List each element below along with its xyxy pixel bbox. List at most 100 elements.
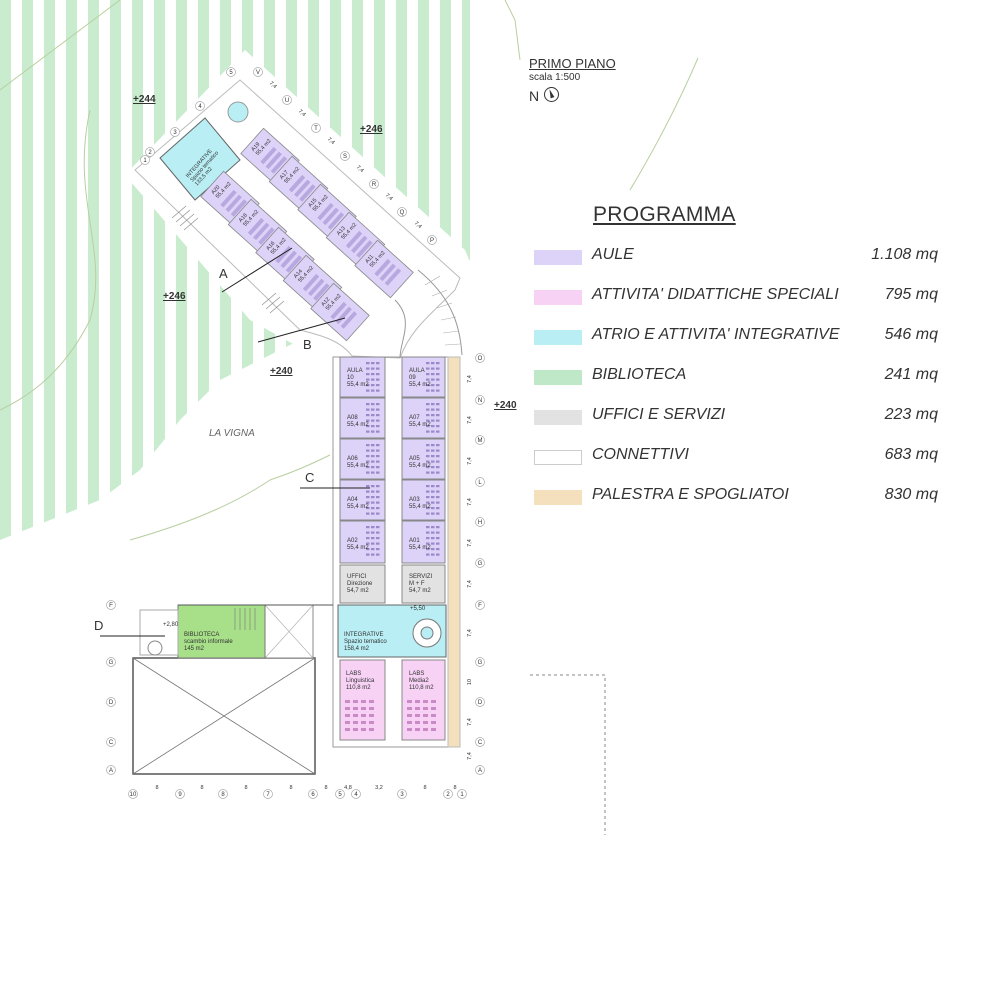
svg-text:3: 3 <box>400 792 404 798</box>
svg-text:9: 9 <box>178 792 182 798</box>
svg-text:4: 4 <box>354 792 358 798</box>
legend-swatch <box>534 370 582 385</box>
svg-text:6: 6 <box>311 792 315 798</box>
svg-text:4: 4 <box>198 104 202 110</box>
svg-text:G: G <box>109 660 114 666</box>
room-code: A08 <box>347 415 358 421</box>
svg-text:7: 7 <box>266 792 270 798</box>
grid-bubble-bottom: 4 <box>351 789 361 799</box>
grid-bubble-diagonal: T <box>311 123 321 133</box>
svg-text:U: U <box>285 98 289 104</box>
legend-value: 223 mq <box>884 406 938 423</box>
room-code: A12 <box>320 297 331 308</box>
dashed-outline <box>530 674 606 835</box>
section-b: B <box>303 337 312 352</box>
room-code: A13 <box>336 226 347 237</box>
room-area: 55,4 m2 <box>409 504 431 510</box>
legend-value: 1.108 mq <box>871 246 938 263</box>
svg-text:T: T <box>314 126 318 132</box>
room-code: A04 <box>347 497 358 503</box>
room-code: A07 <box>409 415 420 421</box>
room-sub: scambio informale <box>184 639 233 645</box>
level-240-left: +240 <box>270 366 293 377</box>
grid-dimension: 7,4 <box>467 375 473 383</box>
legend-label: ATRIO E ATTIVITA' INTEGRATIVE <box>592 326 840 343</box>
grid-bubble-bottom: 2 <box>443 789 453 799</box>
room-code: A11 <box>364 254 375 265</box>
site-name: LA VIGNA <box>209 428 255 439</box>
grid-dimension: 7,4 <box>467 752 473 760</box>
svg-text:M: M <box>478 438 483 444</box>
svg-text:F: F <box>109 603 113 609</box>
grid-bubble-diagonal-left: 2 <box>145 147 155 157</box>
plan-scale: scala 1:500 <box>529 72 581 83</box>
level-240-right: +240 <box>494 400 517 411</box>
room-code: 10 <box>347 375 354 381</box>
svg-text:D: D <box>109 700 114 706</box>
grid-bubble-bottom: 1 <box>457 789 467 799</box>
section-lines <box>100 247 370 637</box>
room-name: LABS <box>346 671 362 677</box>
legend-title: PROGRAMMA <box>593 203 736 226</box>
grid-bubble-diagonal: R <box>369 179 379 189</box>
grid-bubble-right: C <box>475 737 485 747</box>
grid-dimension: 7,4 <box>326 136 336 146</box>
room-name: LABS <box>409 671 425 677</box>
grid-bubble-right: A <box>475 765 485 775</box>
grid-bubble-right: G <box>475 657 485 667</box>
room-name: INTEGRATIVE <box>344 632 384 638</box>
grid-dimension: 8 <box>289 785 292 791</box>
grid-bubble-right: G <box>475 558 485 568</box>
north-arrow-icon <box>544 87 560 102</box>
svg-text:A: A <box>478 768 482 774</box>
legend-swatch <box>534 490 582 505</box>
grid-bubble-right: N <box>475 395 485 405</box>
legend-label: AULE <box>592 246 634 263</box>
svg-text:G: G <box>478 660 483 666</box>
grid-bubble-diagonal: V <box>253 67 263 77</box>
grid-bubble-diagonal-left: 5 <box>226 67 236 77</box>
svg-text:A: A <box>109 768 113 774</box>
grid-dimension: 8 <box>423 785 426 791</box>
room-area: 55,4 m2 <box>409 545 431 551</box>
room-name: SERVIZI <box>409 574 433 580</box>
room-area: 54,7 m2 <box>347 588 369 594</box>
grid-bubble-right: H <box>475 517 485 527</box>
grid-dimension: 7,4 <box>355 164 365 174</box>
legend-label: UFFICI E SERVIZI <box>592 406 726 423</box>
grid-bubble-left: G <box>106 657 116 667</box>
room-sub: Linguistica <box>346 678 375 684</box>
legend-label: BIBLIOTECA <box>592 366 687 383</box>
legend-item: AULE 1.108 mq <box>534 246 954 272</box>
level-246-top: +246 <box>360 124 383 135</box>
svg-text:F: F <box>478 603 482 609</box>
legend-label: PALESTRA E SPOGLIATOI <box>592 486 789 503</box>
grid-bubble-bottom: 5 <box>335 789 345 799</box>
svg-text:1: 1 <box>143 158 147 164</box>
svg-text:G: G <box>478 561 483 567</box>
grid-bubble-bottom: 3 <box>397 789 407 799</box>
room-area: 110,8 m2 <box>409 685 434 691</box>
grid-bubble-diagonal: U <box>282 95 292 105</box>
svg-text:2: 2 <box>148 150 152 156</box>
north-label: N <box>529 86 560 104</box>
svg-text:L: L <box>478 480 482 486</box>
room-name: UFFICI <box>347 574 367 580</box>
legend-value: 241 mq <box>884 366 938 383</box>
legend-item: BIBLIOTECA 241 mq <box>534 366 954 392</box>
legend-label: CONNETTIVI <box>592 446 689 463</box>
legend-swatch <box>534 290 582 305</box>
legend-item: UFFICI E SERVIZI 223 mq <box>534 406 954 432</box>
room-code: A03 <box>409 497 420 503</box>
grid-bubble-diagonal: S <box>340 151 350 161</box>
